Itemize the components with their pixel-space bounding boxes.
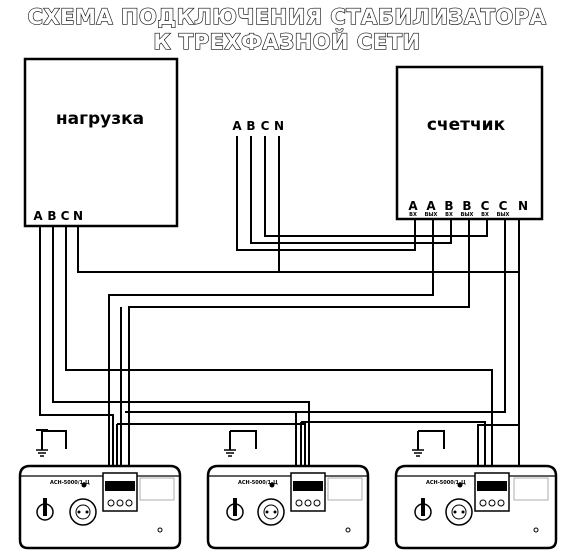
meter-terminal-a-out: A: [426, 199, 436, 213]
meter-terminal-c-in: C: [481, 199, 490, 213]
switch-lever-icon: [421, 498, 425, 516]
wire-meter-b-out-to-stab-2-left: [128, 219, 470, 473]
wire-supply-b-to-meter: [250, 136, 452, 244]
screw-icon: [157, 527, 163, 533]
meter-terminal-b-in-tag: ВХ: [445, 212, 453, 218]
ground-icon: [412, 449, 424, 457]
meter-terminal-n: N: [518, 199, 528, 213]
load-terminal-b: B: [47, 209, 56, 223]
load-terminal-n: N: [73, 209, 83, 223]
wire-supply-n-to-meter: [278, 136, 520, 273]
wire-load-c-to-stab-3: [65, 226, 493, 473]
meter-terminal-block: A ВХ A ВЫХ B ВХ B ВЫХ C ВХ C ВЫХ N: [408, 199, 528, 218]
supply-terminal-b: B: [246, 119, 255, 133]
ground-icon: [36, 449, 48, 457]
ground-icon: [224, 449, 236, 457]
supply-terminal-c: C: [261, 119, 270, 133]
stabilizer-1: АСН-5000/1-Ц: [18, 429, 182, 550]
meter-terminal-b-out-tag: ВЫХ: [461, 212, 474, 218]
stabilizer-1-model: АСН-5000/1-Ц: [50, 480, 90, 486]
indicator-led-icon: [81, 482, 87, 488]
stabilizer-3-model: АСН-5000/1-Ц: [426, 480, 466, 486]
wire-stab-2-3-link: [301, 421, 486, 473]
stabilizer-2-ground-wire: [230, 430, 257, 449]
meter-terminal-b-in: B: [444, 199, 453, 213]
socket-icon: [257, 498, 285, 526]
wire-meter-a-out-to-stab-1: [108, 219, 434, 473]
stabilizer-1-ground-wire: [42, 430, 67, 449]
switch-lever-icon: [233, 498, 237, 516]
terminal-block-icon: [290, 472, 326, 512]
wire-load-b-to-stab-2: [52, 226, 310, 473]
load-terminal-a: A: [33, 209, 43, 223]
socket-icon: [69, 498, 97, 526]
stabilizer-3-ground-wire: [418, 430, 445, 449]
meter-box: [395, 65, 544, 221]
spec-plate: [327, 477, 363, 501]
meter-terminal-a-in-tag: ВХ: [409, 212, 417, 218]
indicator-led-icon: [457, 482, 463, 488]
load-box: [23, 57, 179, 228]
supply-terminal-a: A: [232, 119, 242, 133]
diagram-title-line-2: К ТРЕХФАЗНОЙ СЕТИ: [153, 29, 420, 54]
meter-terminal-c-out-tag: ВЫХ: [497, 212, 510, 218]
socket-icon: [445, 498, 473, 526]
meter-terminal-a-out-tag: ВЫХ: [425, 212, 438, 218]
stabilizer-2: АСН-5000/1-Ц: [206, 430, 370, 550]
spec-plate: [139, 477, 175, 501]
wire-meter-n-to-stab-3: [477, 424, 519, 473]
supply-terminal-n: N: [274, 119, 284, 133]
diagram-title-line-1: СХЕМА ПОДКЛЮЧЕНИЯ СТАБИЛИЗАТОРА: [28, 5, 547, 29]
wire-supply-c-to-meter: [264, 136, 488, 237]
switch-lever-icon: [43, 498, 47, 516]
screw-icon: [345, 527, 351, 533]
meter-terminal-b-out: B: [462, 199, 471, 213]
wire-meter-c-out-to-stab-2: [295, 219, 506, 473]
load-terminal-c: C: [61, 209, 70, 223]
spec-plate: [513, 477, 549, 501]
meter-terminal-c-in-tag: ВХ: [481, 212, 489, 218]
meter-terminal-c-out: C: [499, 199, 508, 213]
screw-icon: [533, 527, 539, 533]
stabilizer-2-model: АСН-5000/1-Ц: [238, 480, 278, 486]
terminal-block-icon: [102, 472, 138, 512]
meter-terminal-a-in: A: [408, 199, 418, 213]
meter-label: счетчик: [427, 115, 506, 135]
stabilizer-3: АСН-5000/1-Ц: [394, 430, 558, 550]
wire-load-n: [77, 226, 279, 273]
wire-supply-a-to-meter: [236, 136, 416, 251]
indicator-led-icon: [269, 482, 275, 488]
wire-load-a-to-stab-1: [39, 226, 114, 473]
wiring: [39, 136, 520, 473]
wire-stab-1-2-link: [117, 423, 306, 473]
load-label: нагрузка: [56, 109, 144, 129]
terminal-block-icon: [474, 472, 510, 512]
